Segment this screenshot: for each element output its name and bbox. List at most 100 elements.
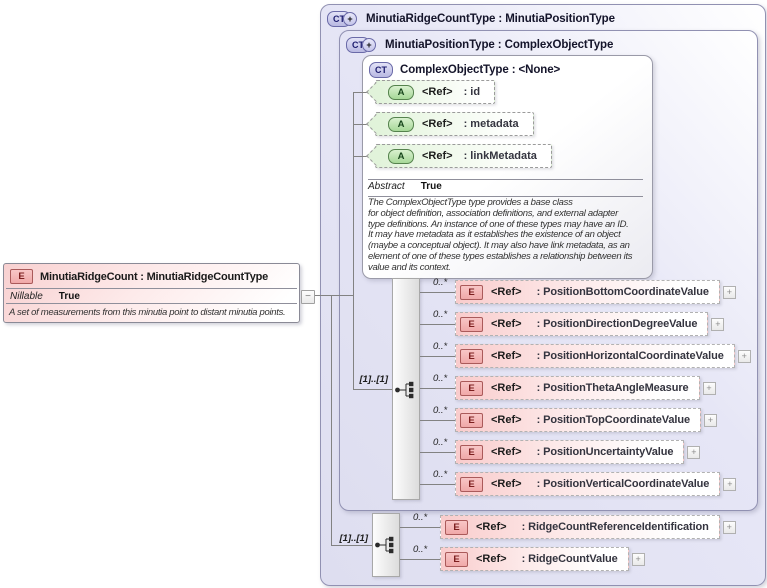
- divider: [6, 288, 297, 289]
- element-name: : PositionUncertaintyValue: [536, 446, 674, 458]
- element-badge: E: [460, 348, 483, 364]
- element-positiontopcoordinatevalue[interactable]: E <Ref> : PositionTopCoordinateValue: [455, 408, 702, 432]
- element-positiondirectiondegreevalue[interactable]: E <Ref> : PositionDirectionDegreeValue: [455, 312, 709, 336]
- element-positionthetaanglemeasure[interactable]: E <Ref> : PositionThetaAngleMeasure: [455, 376, 700, 400]
- occurrence-label: 0..*: [413, 544, 428, 555]
- attribute-badge: A: [388, 84, 414, 100]
- base-type-name: ComplexObjectType : <None>: [400, 64, 561, 76]
- divider: [368, 179, 643, 180]
- element-name: : PositionHorizontalCoordinateValue: [536, 350, 724, 362]
- element-badge: E: [460, 316, 483, 332]
- element-ridgecountvalue[interactable]: E <Ref> : RidgeCountValue: [440, 547, 629, 571]
- expand-icon[interactable]: +: [687, 445, 701, 459]
- expand-icon[interactable]: +: [631, 552, 645, 566]
- element-row: 0..* E <Ref> : RidgeCountReferenceIdenti…: [400, 512, 736, 539]
- occurrence-label: 0..*: [433, 437, 448, 448]
- element-ref: <Ref>: [491, 414, 522, 426]
- occurrence-label: 0..*: [433, 341, 448, 352]
- attribute-row-id: A <Ref> : id: [353, 80, 496, 104]
- element-name: : PositionTopCoordinateValue: [536, 414, 691, 426]
- attribute-id[interactable]: A <Ref> : id: [375, 80, 496, 104]
- ct-badge-label: CT: [352, 40, 364, 50]
- abstract-label: Abstract: [368, 181, 405, 192]
- inner-type-title: CT + MinutiaPositionType : ComplexObject…: [346, 37, 613, 53]
- attribute-linkmetadata[interactable]: A <Ref> : linkMetadata: [375, 144, 552, 168]
- element-ref: <Ref>: [491, 350, 522, 362]
- attribute-metadata[interactable]: A <Ref> : metadata: [375, 112, 534, 136]
- element-ref: <Ref>: [491, 446, 522, 458]
- element-row: 0..* E <Ref> : PositionHorizontalCoordin…: [420, 341, 751, 368]
- expand-plus-icon[interactable]: +: [362, 38, 376, 52]
- description-line: type definitions. An instance of one of …: [368, 219, 629, 230]
- expand-icon[interactable]: +: [704, 413, 718, 427]
- expand-icon[interactable]: +: [722, 285, 736, 299]
- element-badge: E: [460, 284, 483, 300]
- element-name: : PositionThetaAngleMeasure: [536, 382, 689, 394]
- expand-plus-icon[interactable]: +: [343, 12, 357, 26]
- connector-line: [353, 92, 354, 390]
- expand-icon[interactable]: +: [722, 520, 736, 534]
- element-name: : RidgeCountValue: [521, 553, 618, 565]
- divider: [6, 303, 297, 304]
- abstract-value: True: [420, 181, 442, 192]
- occurrence-label: 0..*: [433, 373, 448, 384]
- ct-badge-label: CT: [375, 65, 387, 75]
- attribute-ref: <Ref>: [422, 86, 453, 98]
- attribute-name: : metadata: [463, 118, 519, 130]
- divider: [368, 196, 643, 197]
- element-ref: <Ref>: [491, 382, 522, 394]
- element-ref: <Ref>: [491, 318, 522, 330]
- element-name: : PositionVerticalCoordinateValue: [536, 478, 710, 490]
- attribute-badge: A: [388, 148, 414, 164]
- attribute-ref: <Ref>: [422, 118, 453, 130]
- element-positionverticalcoordinatevalue[interactable]: E <Ref> : PositionVerticalCoordinateValu…: [455, 472, 721, 496]
- nillable-label: Nillable: [10, 291, 43, 302]
- connector-line: [353, 389, 392, 390]
- attribute-name: : id: [463, 86, 481, 98]
- element-ref: <Ref>: [476, 521, 507, 533]
- element-positionuncertaintyvalue[interactable]: E <Ref> : PositionUncertaintyValue: [455, 440, 685, 464]
- expand-icon[interactable]: +: [723, 477, 737, 491]
- element-row: 0..* E <Ref> : PositionUncertaintyValue …: [420, 437, 701, 464]
- description-line: It may have metadata as it establishes t…: [368, 230, 621, 241]
- attribute-badge: A: [388, 116, 414, 132]
- attribute-row-metadata: A <Ref> : metadata: [353, 112, 534, 136]
- description-line: (maybe a conceptual object). It may also…: [368, 241, 630, 252]
- root-element-name: MinutiaRidgeCount : MinutiaRidgeCountTyp…: [40, 270, 269, 283]
- connector-line: [313, 295, 353, 296]
- description-line: value and its context.: [368, 262, 451, 273]
- description-line: element of one of these types establishe…: [368, 251, 633, 262]
- element-positionbottomcoordinatevalue[interactable]: E <Ref> : PositionBottomCoordinateValue: [455, 280, 720, 304]
- collapse-icon[interactable]: −: [301, 290, 315, 304]
- element-badge: E: [445, 519, 468, 535]
- complex-type-badge-icon[interactable]: CT +: [346, 37, 376, 53]
- element-name: : PositionDirectionDegreeValue: [536, 318, 698, 330]
- element-positionhorizontalcoordinatevalue[interactable]: E <Ref> : PositionHorizontalCoordinateVa…: [455, 344, 735, 368]
- expand-icon[interactable]: +: [711, 317, 725, 331]
- abstract-row: Abstract True: [368, 181, 442, 192]
- element-row: 0..* E <Ref> : PositionBottomCoordinateV…: [420, 277, 736, 304]
- element-ref: <Ref>: [476, 553, 507, 565]
- complex-type-badge-icon[interactable]: CT +: [327, 11, 357, 27]
- element-name: : PositionBottomCoordinateValue: [536, 286, 709, 298]
- element-badge: E: [10, 269, 33, 284]
- connector-line: [331, 295, 332, 546]
- attribute-row-linkmetadata: A <Ref> : linkMetadata: [353, 144, 552, 168]
- element-ridgecountreferenceidentification[interactable]: E <Ref> : RidgeCountReferenceIdentificat…: [440, 515, 720, 539]
- expand-icon[interactable]: +: [737, 349, 751, 363]
- connector-line: [331, 545, 372, 546]
- sequence-icon: [395, 381, 414, 399]
- base-type-title: CT ComplexObjectType : <None>: [369, 62, 560, 78]
- element-badge: E: [460, 380, 483, 396]
- description-line: for object definition, association defin…: [368, 208, 618, 219]
- element-minutiaridgecount[interactable]: E MinutiaRidgeCount : MinutiaRidgeCountT…: [3, 263, 300, 323]
- complex-type-badge-icon[interactable]: CT: [369, 62, 393, 78]
- expand-icon[interactable]: +: [702, 381, 716, 395]
- element-ref: <Ref>: [491, 478, 522, 490]
- root-element-description: A set of measurements from this minutia …: [9, 307, 286, 318]
- attribute-ref: <Ref>: [422, 150, 453, 162]
- element-row: 0..* E <Ref> : RidgeCountValue +: [400, 544, 645, 571]
- element-badge: E: [460, 444, 483, 460]
- element-row: 0..* E <Ref> : PositionThetaAngleMeasure…: [420, 373, 716, 400]
